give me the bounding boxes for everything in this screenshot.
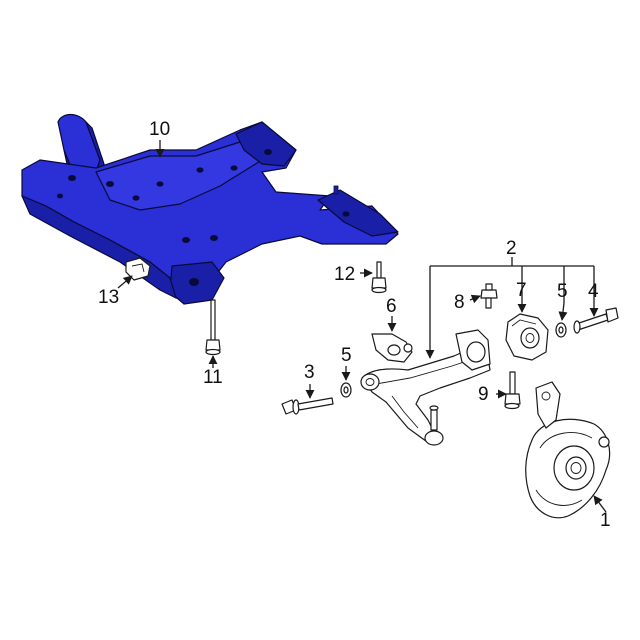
callout-12: 12 [334,264,355,285]
bolt-11[interactable] [205,299,221,356]
callout-9: 9 [478,384,489,405]
bolt-12[interactable] [371,261,387,294]
callout-10: 10 [149,119,170,140]
callout-2: 2 [506,238,517,259]
callout-5-left: 5 [341,345,352,366]
bracket-6[interactable] [371,333,413,363]
bolt-9[interactable] [504,371,521,410]
washer-5-left[interactable] [340,382,352,398]
callout-8: 8 [454,292,465,313]
callout-1: 1 [600,510,611,531]
callout-11: 11 [203,367,223,388]
steering-knuckle[interactable] [525,381,611,519]
callout-labels: 10 13 11 12 6 3 5 2 8 7 5 4 9 1 [98,119,611,531]
washer-5-right[interactable] [555,322,567,338]
bolt-3[interactable] [281,397,334,415]
subframe-top-deck [95,141,263,211]
bolt-8[interactable] [480,283,498,309]
callout-4: 4 [588,281,599,302]
subframe-right-bracket [317,189,399,237]
callout-13: 13 [98,287,119,308]
control-arm[interactable] [360,329,491,446]
subframe[interactable] [21,113,399,305]
callout-7: 7 [516,280,527,301]
leader-lines [117,140,607,513]
bracket-13[interactable] [125,257,151,281]
callout-6: 6 [386,296,397,317]
subframe-holes [57,149,350,286]
bolt-4[interactable] [573,307,619,334]
subframe-rear-mount [235,121,297,167]
callout-3: 3 [304,362,315,383]
callout-5-right: 5 [557,281,568,302]
bushing-7[interactable] [505,313,549,361]
